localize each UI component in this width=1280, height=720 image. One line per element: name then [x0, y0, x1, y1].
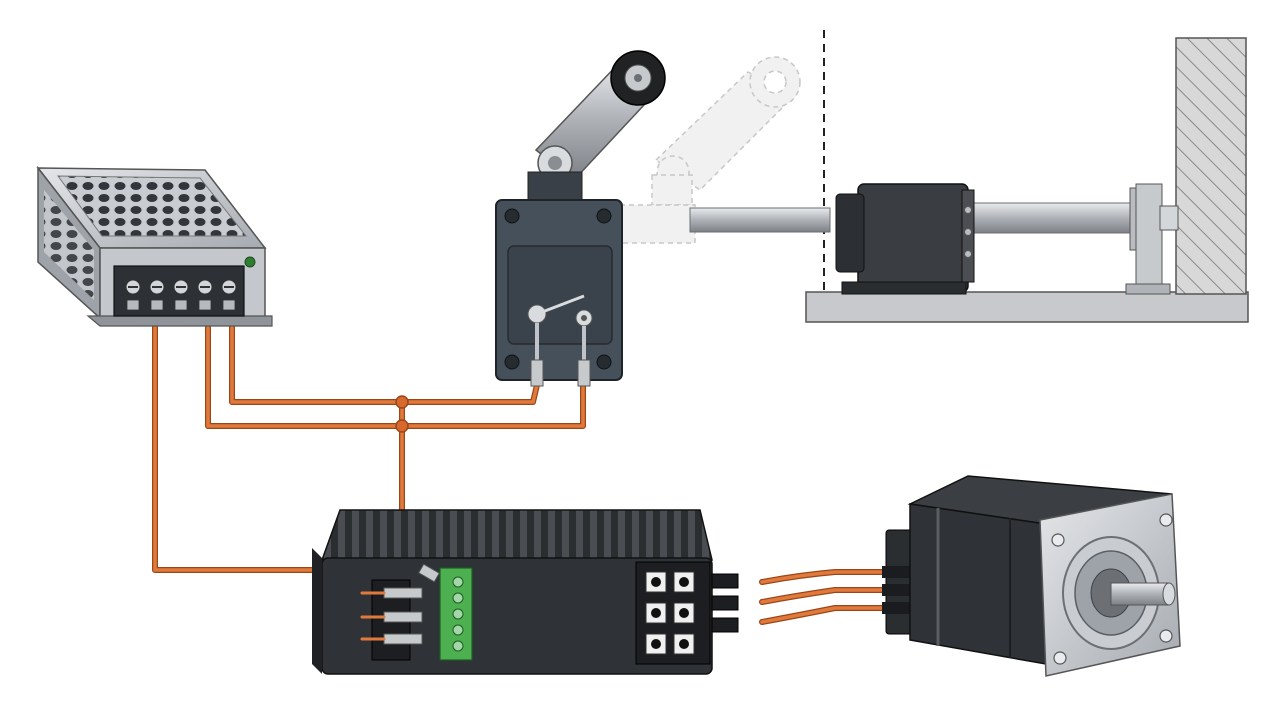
power-supply-icon [36, 165, 273, 327]
base-plate [805, 291, 1249, 323]
hatched-wall-icon [1175, 37, 1247, 295]
psu-terminal-block [113, 265, 245, 317]
limit-switch-lever [534, 50, 666, 182]
wires [152, 315, 891, 625]
motor-output-connector [635, 561, 711, 665]
limit-switch-actuated-ghost [619, 56, 801, 244]
switch-contacts [527, 294, 593, 387]
wire-junction-2 [395, 419, 409, 433]
wire-junction-1 [395, 395, 409, 409]
end-support-bracket [1125, 183, 1179, 295]
motor-shaft [1110, 582, 1176, 606]
motor-driver-icon [312, 509, 739, 675]
stepper-motor-icon [882, 475, 1181, 677]
wire-driver-to-motor [759, 569, 891, 625]
roller-lever-limit-switch-icon [495, 50, 666, 387]
actuator-housing [857, 183, 969, 293]
linear-actuator-icon [689, 30, 1249, 323]
wire-ferrules [383, 563, 440, 645]
power-led-icon [244, 256, 256, 268]
green-terminal-block-icon [439, 567, 473, 661]
push-rod [689, 207, 831, 233]
wire-psu-to-switch-common [229, 315, 540, 405]
